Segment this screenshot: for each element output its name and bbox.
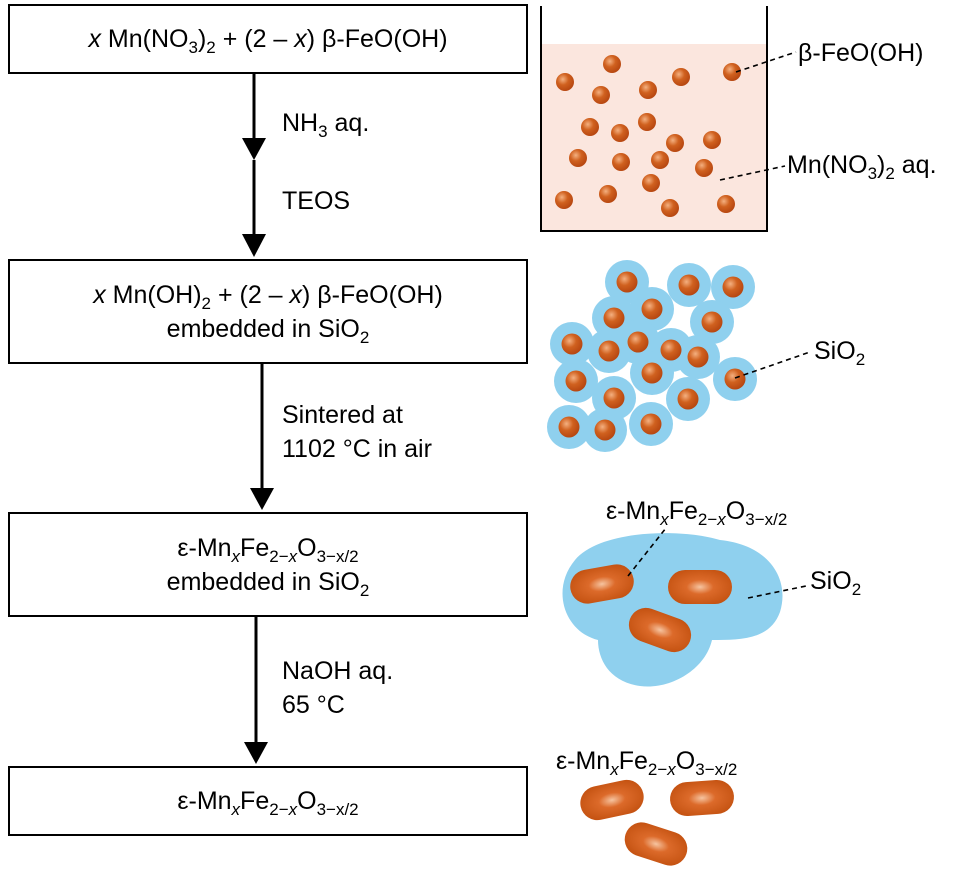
coated-particle-core — [558, 416, 580, 438]
feooh-particle — [599, 185, 617, 203]
coated-particle-core — [616, 271, 638, 293]
epsilon-rod-body — [624, 822, 688, 866]
step-1-line-1: x Mn(NO3)2 + (2 – x) β-FeO(OH) — [88, 25, 448, 57]
condition-nh3-line: NH3 aq. — [282, 109, 370, 141]
leader-sio2-a — [734, 351, 811, 379]
condition-naoh-line-1: NaOH aq. — [282, 657, 394, 685]
coated-particle-core — [603, 307, 625, 329]
step-2-line-2: embedded in SiO2 — [166, 314, 370, 347]
feooh-particle — [642, 174, 660, 192]
label-epsilon-composite: ε-MnxFe2−xO3−x/2 — [606, 497, 788, 529]
epsilon-rod-body — [628, 607, 692, 653]
condition-naoh: NaOH aq. 65 °C — [282, 654, 393, 722]
condition-teos: TEOS — [282, 184, 350, 218]
coated-particle-core — [724, 368, 746, 390]
feooh-particle — [666, 134, 684, 152]
feooh-particle — [592, 86, 610, 104]
epsilon-rod — [668, 570, 732, 604]
beaker-particles — [555, 55, 741, 217]
feooh-particle — [638, 113, 656, 131]
epsilon-rod — [580, 779, 644, 821]
step-box-4: ε-MnxFe2−xO3−x/2 — [8, 766, 528, 836]
condition-sinter-line-1: Sintered at — [282, 401, 403, 429]
step-3-line-2: embedded in SiO2 — [166, 567, 370, 600]
feooh-particle — [569, 149, 587, 167]
step-box-1: x Mn(NO3)2 + (2 – x) β-FeO(OH) — [8, 4, 528, 74]
coated-particle-core — [687, 346, 709, 368]
coated-particle-core — [722, 276, 744, 298]
label-epsilon-free: ε-MnxFe2−xO3−x/2 — [556, 747, 738, 779]
leader-feooh — [735, 51, 797, 73]
coated-particle-core — [677, 388, 699, 410]
condition-sinter: Sintered at 1102 °C in air — [282, 398, 432, 466]
feooh-particle — [581, 118, 599, 136]
epsilon-rod-body — [570, 564, 634, 604]
coated-particle-core — [598, 340, 620, 362]
epsilon-rod — [570, 564, 634, 604]
arrowhead-3 — [244, 742, 268, 764]
composite-rods — [570, 564, 732, 653]
epsilon-rod — [624, 822, 688, 866]
feooh-particle — [611, 124, 629, 142]
label-sio2-composite: SiO2 — [810, 567, 862, 599]
epsilon-rod-body — [580, 779, 644, 821]
epsilon-rod-body — [670, 779, 734, 817]
label-feooh: β-FeO(OH) — [798, 39, 924, 67]
feooh-particle — [555, 191, 573, 209]
coated-particle-core — [627, 331, 649, 353]
feooh-particle — [723, 63, 741, 81]
condition-teos-line: TEOS — [282, 187, 351, 215]
feooh-particle — [556, 73, 574, 91]
silica-matrix — [562, 533, 783, 687]
leader-mnno3 — [719, 165, 786, 181]
coated-particle-core — [641, 362, 663, 384]
feooh-particle — [661, 199, 679, 217]
feooh-particle — [695, 159, 713, 177]
arrowhead-2 — [250, 488, 274, 510]
leader-lines — [627, 51, 811, 599]
coated-particle-core — [701, 311, 723, 333]
coated-particle-core — [641, 298, 663, 320]
feooh-particle — [717, 195, 735, 213]
feooh-particle — [672, 68, 690, 86]
condition-nh3: NH3 aq. — [282, 106, 369, 140]
coated-particle-core — [640, 413, 662, 435]
leader-sio2-b — [747, 585, 807, 599]
step-3-line-1: ε-MnxFe2−xO3−x/2 — [177, 533, 359, 566]
step-4-line-1: ε-MnxFe2−xO3−x/2 — [177, 787, 359, 819]
label-mnno3: Mn(NO3)2 aq. — [787, 151, 937, 183]
beaker-outline — [540, 6, 768, 232]
epsilon-rod — [628, 607, 692, 653]
epsilon-rod-body — [668, 570, 732, 604]
silica-coated-cluster — [547, 260, 757, 452]
feooh-particle — [639, 81, 657, 99]
step-2-line-1: x Mn(OH)2 + (2 – x) β-FeO(OH) — [93, 280, 443, 313]
step-box-2: x Mn(OH)2 + (2 – x) β-FeO(OH) embedded i… — [8, 259, 528, 364]
feooh-particle — [651, 151, 669, 169]
coated-particle-core — [660, 339, 682, 361]
label-sio2-cluster: SiO2 — [814, 337, 866, 369]
epsilon-rod — [670, 779, 734, 817]
silica-composite — [562, 533, 783, 687]
coated-particle-core — [678, 274, 700, 296]
coated-particle-core — [565, 370, 587, 392]
step-box-3: ε-MnxFe2−xO3−x/2 embedded in SiO2 — [8, 512, 528, 617]
coated-particle-core — [561, 333, 583, 355]
leader-eps — [627, 527, 667, 577]
arrowhead-1a — [242, 138, 266, 160]
coated-particle-core — [603, 387, 625, 409]
coated-particle-core — [594, 419, 616, 441]
feooh-particle — [603, 55, 621, 73]
arrowhead-1b — [242, 234, 266, 257]
condition-sinter-line-2: 1102 °C in air — [282, 435, 432, 463]
free-rods — [580, 779, 734, 866]
condition-naoh-line-2: 65 °C — [282, 691, 345, 719]
feooh-particle — [703, 131, 721, 149]
feooh-particle — [612, 153, 630, 171]
